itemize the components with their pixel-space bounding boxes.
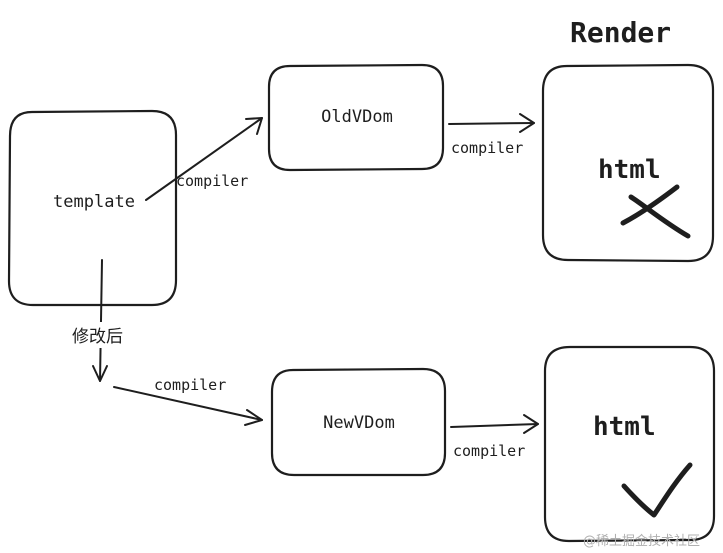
edge-new-to-html-label: compiler	[453, 442, 525, 460]
edge-old-to-html: compiler	[448, 113, 535, 157]
after-edit-label-bg	[68, 322, 134, 348]
edge-template-to-new-label: compiler	[154, 376, 226, 394]
edge-template-to-old: compiler	[145, 117, 263, 201]
new-vdom-node: NewVDom	[270, 367, 447, 477]
html-old-node: html	[541, 63, 715, 263]
cross-mark-icon	[620, 184, 691, 239]
edge-after-edit: 修改后	[68, 259, 134, 382]
html-new-label: html	[593, 412, 656, 442]
new-vdom-label: NewVDom	[323, 413, 395, 433]
render-title: Render	[570, 16, 671, 49]
check-mark-icon	[621, 462, 693, 518]
edge-after-edit-label: 修改后	[72, 327, 123, 347]
edge-template-to-new: compiler	[113, 376, 263, 426]
old-vdom-node: OldVDom	[267, 63, 445, 172]
html-old-label: html	[598, 155, 661, 185]
edge-template-to-old-label: compiler	[176, 172, 248, 190]
watermark: @稀土掘金技术社区	[583, 533, 700, 549]
template-node: template	[7, 109, 178, 307]
edge-old-to-html-label: compiler	[451, 139, 523, 157]
old-vdom-label: OldVDom	[321, 107, 393, 127]
template-label: template	[53, 192, 135, 212]
edge-new-to-html: compiler	[450, 414, 539, 460]
html-new-node: html	[543, 345, 716, 543]
